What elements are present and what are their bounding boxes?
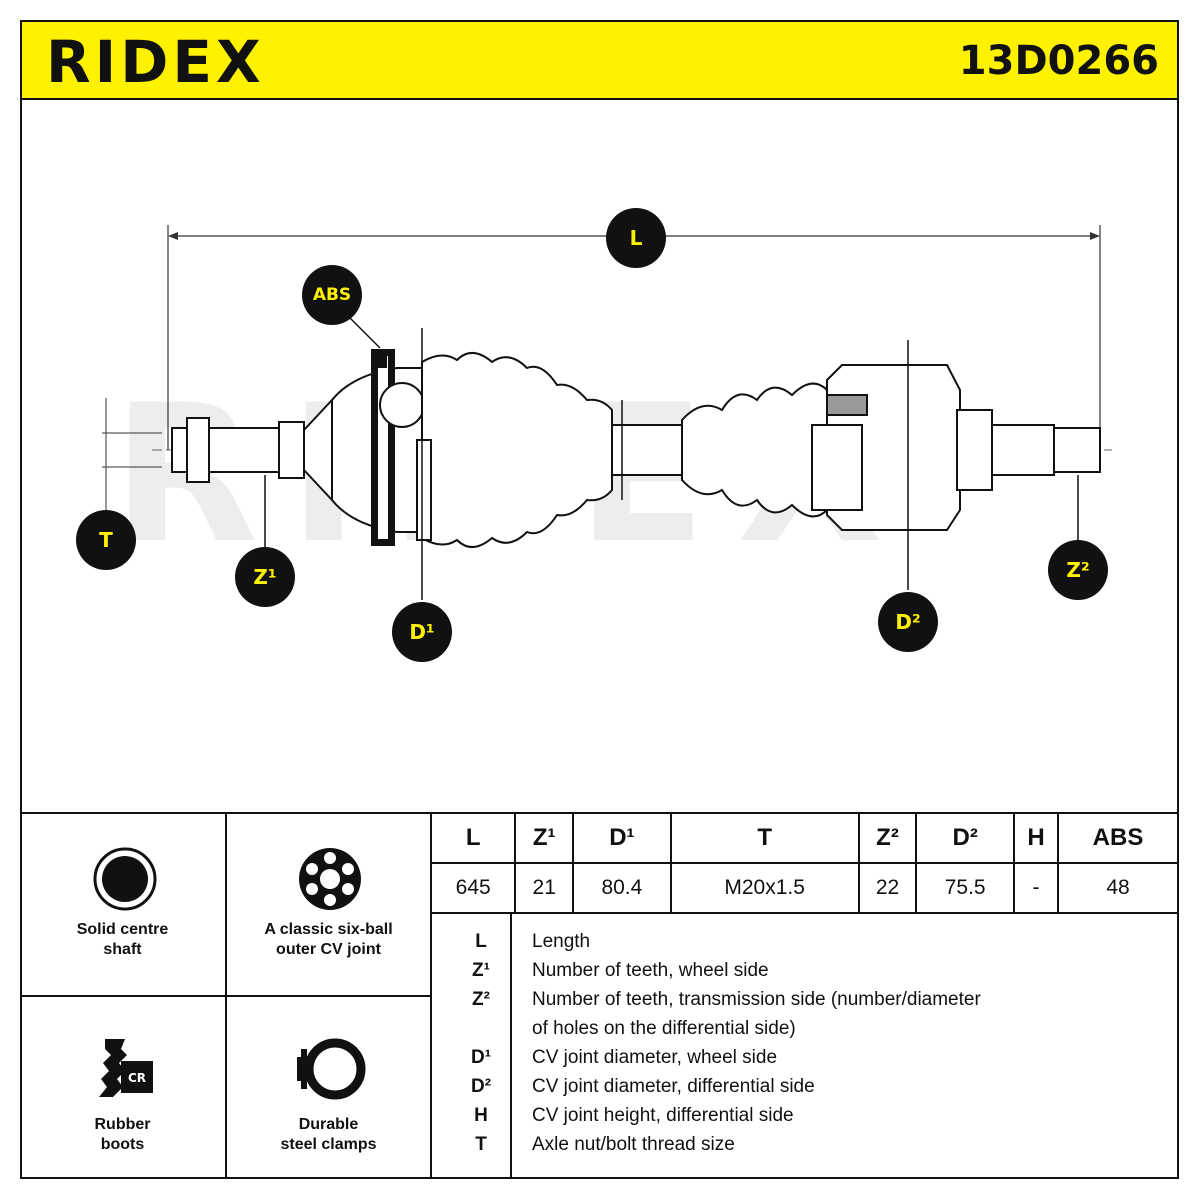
feature-label-2: steel clamps <box>280 1136 377 1153</box>
legend-key: D² <box>470 1076 492 1097</box>
spec-table: L Z¹ D¹ T Z² D² H ABS 645 21 80.4 M20x1.… <box>429 812 1179 914</box>
spec-header: H <box>1012 812 1060 864</box>
legend-text: Length <box>532 931 591 952</box>
legend-text: CV joint height, differential side <box>532 1105 794 1126</box>
spec-header: T <box>669 812 860 864</box>
legend-text: Axle nut/bolt thread size <box>532 1134 735 1155</box>
solid-shaft-icon <box>93 847 157 911</box>
callout-length: L <box>606 208 666 268</box>
legend-text: Number of teeth, wheel side <box>532 960 769 981</box>
legend-key: Z¹ <box>472 960 490 981</box>
spec-value: M20x1.5 <box>669 862 860 914</box>
feature-label-1: Rubber <box>94 1116 151 1133</box>
legend-key: L <box>475 931 487 952</box>
legend-row: D² CV joint diameter, differential side <box>430 1072 1179 1101</box>
spec-value: 645 <box>429 862 517 914</box>
legend-text: Number of teeth, transmission side (numb… <box>532 989 981 1010</box>
spec-header: D¹ <box>572 812 672 864</box>
feature-label-1: Durable <box>298 1116 359 1133</box>
rubber-boot-cr-icon: CR <box>99 1039 153 1097</box>
feature-rubber-boots: CR Rubber boots <box>20 997 227 1179</box>
callout-teeth-trans: Z² <box>1048 540 1108 600</box>
legend-row: T Axle nut/bolt thread size <box>430 1130 1179 1159</box>
spec-header: D² <box>915 812 1015 864</box>
feature-six-ball: A classic six-ball outer CV joint <box>227 812 432 997</box>
spec-header: L <box>429 812 517 864</box>
legend-row: Z² Number of teeth, transmission side (n… <box>430 985 1179 1014</box>
part-number: 13D0266 <box>958 38 1159 84</box>
brand-logo: RIDEX <box>46 28 265 96</box>
legend-text: CV joint diameter, differential side <box>532 1076 815 1097</box>
spec-header: Z¹ <box>514 812 575 864</box>
drive-shaft-diagram: RIDEX <box>22 100 1178 813</box>
spec-value: 75.5 <box>915 862 1015 914</box>
legend-row: Z¹ Number of teeth, wheel side <box>430 956 1179 985</box>
spec-header-row: L Z¹ D¹ T Z² D² H ABS <box>429 812 1179 864</box>
spec-header: Z² <box>857 812 918 864</box>
spec-value-row: 645 21 80.4 M20x1.5 22 75.5 - 48 <box>429 862 1179 914</box>
feature-steel-clamps: Durable steel clamps <box>227 997 432 1179</box>
legend-row: L Length <box>430 927 1179 956</box>
header-bar: RIDEX 13D0266 <box>20 20 1179 100</box>
feature-label-2: shaft <box>103 941 142 958</box>
legend-row: D¹ CV joint diameter, wheel side <box>430 1043 1179 1072</box>
feature-solid-shaft: Solid centre shaft <box>20 812 227 997</box>
feature-label-2: boots <box>100 1136 145 1153</box>
spec-value: 48 <box>1057 862 1179 914</box>
callout-diameter-diff: D² <box>878 592 938 652</box>
drive-shaft-drawing: RIDEX <box>102 225 1112 600</box>
legend-row: H CV joint height, differential side <box>430 1101 1179 1130</box>
spec-header: ABS <box>1057 812 1179 864</box>
legend-key: D¹ <box>470 1047 492 1068</box>
spec-value: 21 <box>514 862 575 914</box>
callout-teeth-wheel: Z¹ <box>235 547 295 607</box>
feature-label-2: outer CV joint <box>276 941 381 958</box>
legend-key: T <box>475 1134 487 1155</box>
callout-thread: T <box>76 510 136 570</box>
legend-key: H <box>474 1105 488 1126</box>
wheel-side-stub <box>171 397 333 503</box>
legend-text: of holes on the differential side) <box>532 1018 796 1039</box>
legend-row: of holes on the differential side) <box>430 1014 1179 1043</box>
legend-divider <box>510 912 512 1179</box>
inner-cv-joint <box>811 364 993 531</box>
outer-cv-joint <box>331 349 425 546</box>
callout-diameter-wheel: D¹ <box>392 602 452 662</box>
legend-key: Z² <box>472 989 490 1010</box>
feature-label-1: A classic six-ball <box>264 921 393 938</box>
clamp-icon <box>297 1038 366 1100</box>
spec-value: - <box>1012 862 1060 914</box>
transmission-stub <box>991 424 1101 476</box>
wheel-side-boot <box>416 352 613 548</box>
six-ball-joint-icon <box>299 848 361 910</box>
spec-value: 80.4 <box>572 862 672 914</box>
feature-label-1: Solid centre <box>76 921 169 938</box>
spec-value: 22 <box>857 862 918 914</box>
callout-abs: ABS <box>302 265 362 325</box>
legend-text: CV joint diameter, wheel side <box>532 1047 778 1068</box>
legend: L Length Z¹ Number of teeth, wheel side … <box>430 912 1179 1179</box>
svg-text:CR: CR <box>128 1071 146 1085</box>
